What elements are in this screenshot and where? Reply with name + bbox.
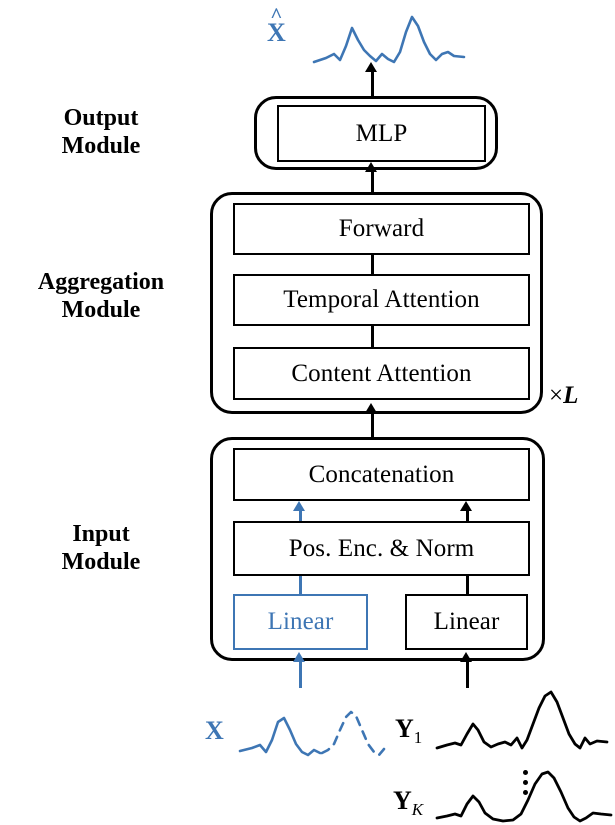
output-signal-symbol: X [267,18,286,47]
block-content-attention[interactable]: Content Attention [233,347,530,400]
arrowhead-posenc-to-concat-target [293,501,305,511]
arrowhead-input-to-aggregation [365,403,377,413]
block-linear-target[interactable]: Linear [233,594,368,650]
arrowhead-posenc-to-concat-covariate [460,501,472,511]
connector-aggregation-to-mlp [371,170,374,194]
output-module-label: Output Module [61,105,141,160]
block-forward[interactable]: Forward [233,203,530,255]
arrowhead-mlp-to-output [365,62,377,72]
block-pos-enc-norm[interactable]: Pos. Enc. & Norm [233,521,530,576]
arrowhead-x-to-linear-target [293,652,305,662]
connector-posenc-to-concat-covariate [466,510,469,521]
input-waveform-yk [435,770,613,823]
block-linear-covariate[interactable]: Linear [405,594,528,650]
block-concatenation[interactable]: Concatenation [233,448,530,501]
arrowhead-aggregation-to-mlp [365,162,377,172]
input-signal-yk-label: YK [393,786,424,820]
block-temporal-attention[interactable]: Temporal Attention [233,274,530,326]
arrowhead-y-to-linear-covariate [460,652,472,662]
connector-linear-covariate-to-posenc [466,576,469,594]
aggregation-module-label: Aggregation Module [37,269,165,324]
input-module-container [210,437,545,661]
covariates-ellipsis-icon [523,770,528,800]
connector-temporal-to-forward [371,255,374,274]
output-signal-label: ^ X [267,3,286,47]
connector-posenc-to-concat-target [299,510,302,521]
connector-x-to-linear-target [299,660,302,688]
connector-mlp-to-output [371,70,374,98]
connector-linear-target-to-posenc [299,576,302,594]
connector-content-to-temporal [371,326,374,347]
connector-input-to-aggregation [371,414,374,440]
repeat-count-label: ×L [549,382,579,409]
input-signal-x-label: X [205,716,224,745]
input-module-label: Input Module [61,521,141,576]
input-waveform-y1 [435,690,609,750]
input-waveform-x [238,710,386,757]
connector-y-to-linear-covariate [466,660,469,688]
input-signal-y1-label: Y1 [395,714,423,748]
output-waveform [312,15,466,64]
block-mlp[interactable]: MLP [277,105,486,162]
